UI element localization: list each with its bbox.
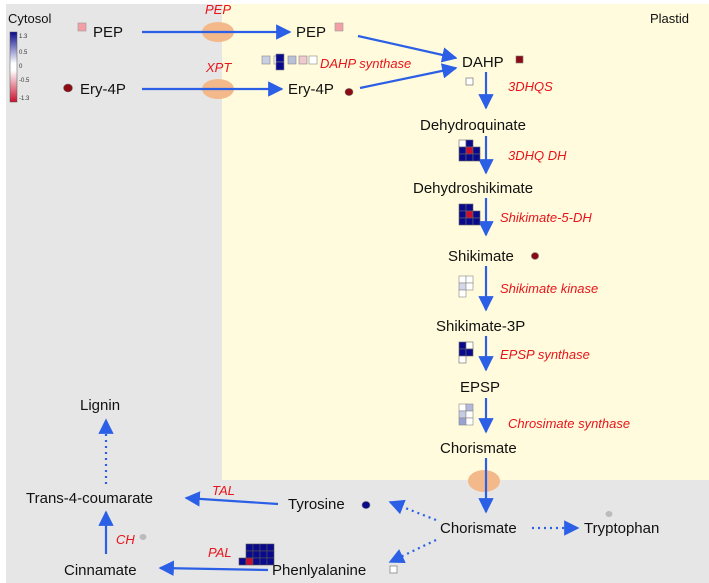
metabolite-tryptophan: Tryptophan [584, 520, 659, 537]
metabolite-pep-plastid: PEP [296, 24, 326, 41]
heatmap-3dhq-dh [458, 139, 481, 162]
marker-phenylalanine [389, 565, 398, 574]
metabolite-pep-cytosol: PEP [93, 24, 123, 41]
metabolite-epsp: EPSP [460, 379, 500, 396]
enzyme-shikimate-kinase: Shikimate kinase [500, 281, 598, 296]
marker-3dhqs [465, 77, 474, 86]
metabolite-trans-4-coumarate: Trans-4-coumarate [26, 490, 153, 507]
metabolite-dahp: DAHP [462, 54, 504, 71]
arrow-chorismate-to-tyrosine [388, 499, 437, 522]
enzyme-3dhq-dh: 3DHQ DH [508, 148, 567, 163]
metabolite-phenylalanine: Phenlyalanine [272, 562, 366, 579]
enzyme-pal: PAL [208, 545, 232, 560]
marker-ch [139, 534, 147, 540]
legend-tick-mid-low: -0.5 [19, 78, 30, 84]
marker-tyrosine [361, 501, 371, 509]
plastid-region [222, 4, 709, 480]
cytosol-region [6, 4, 222, 480]
arrow-ery-to-dahp [359, 63, 458, 90]
expression-legend: 1.3 0.5 0 -0.5 -1.3 [9, 31, 30, 103]
heatmap-shikimate-5-dh [458, 203, 481, 226]
cytosol-label: Cytosol [8, 11, 51, 26]
heatmap-epsp-synthase [458, 341, 474, 364]
marker-pep-cytosol [77, 22, 87, 32]
metabolite-dehydroshikimate: Dehydroshikimate [413, 180, 533, 197]
metabolite-ery4p-cytosol: Ery-4P [80, 81, 126, 98]
enzyme-epsp-synthase: EPSP synthase [500, 347, 590, 362]
legend-tick-high: 1.3 [19, 34, 28, 40]
metabolite-lignin: Lignin [80, 397, 120, 414]
plastid-label: Plastid [650, 11, 689, 26]
enzyme-chorismate-synthase: Chrosimate synthase [508, 416, 630, 431]
heatmap-pal [238, 543, 275, 566]
enzyme-ch: CH [116, 532, 135, 547]
legend-tick-low: -1.3 [19, 96, 30, 102]
marker-pep-plastid [334, 22, 344, 32]
metabolite-level-markers [63, 22, 613, 574]
arrow-pep-to-dahp [357, 34, 458, 63]
enzyme-pep-transporter: PEP [205, 2, 231, 17]
metabolite-tyrosine: Tyrosine [288, 496, 345, 513]
marker-dahp [515, 55, 524, 64]
metabolite-shikimate: Shikimate [448, 248, 514, 265]
arrow-chorismate-to-phe [388, 539, 437, 563]
metabolite-ery4p-plastid: Ery-4P [288, 81, 334, 98]
enzyme-shikimate-5-dh: Shikimate-5-DH [500, 210, 592, 225]
marker-tryptophan [605, 511, 613, 517]
metabolite-cinnamate: Cinnamate [64, 562, 137, 579]
enzyme-3dhqs: 3DHQS [508, 79, 553, 94]
arrow-phe-to-cinnamate [158, 560, 269, 576]
marker-shikimate [531, 252, 539, 260]
metabolite-shikimate-3p: Shikimate-3P [436, 318, 525, 335]
heatmap-shikimate-kinase [458, 275, 474, 298]
heatmap-dahp-synthase [261, 53, 318, 71]
heatmap-chorismate-synthase [458, 403, 474, 426]
legend-tick-zero: 0 [19, 64, 23, 70]
enzyme-tal: TAL [212, 483, 235, 498]
marker-ery4p-cytosol [63, 83, 73, 93]
metabolite-chorismate-plastid: Chorismate [440, 440, 517, 457]
metabolite-chorismate-cytosol: Chorismate [440, 520, 517, 537]
legend-tick-mid-high: 0.5 [19, 50, 28, 56]
arrow-tyrosine-to-coumarate [184, 491, 279, 507]
metabolite-dehydroquinate: Dehydroquinate [420, 117, 526, 134]
enzyme-dahp-synthase: DAHP synthase [320, 56, 411, 71]
enzyme-xpt: XPT [205, 60, 232, 75]
cytosol-lower-region [6, 480, 709, 583]
marker-ery4p-plastid [344, 88, 354, 96]
chorismate-transporter [468, 470, 500, 492]
